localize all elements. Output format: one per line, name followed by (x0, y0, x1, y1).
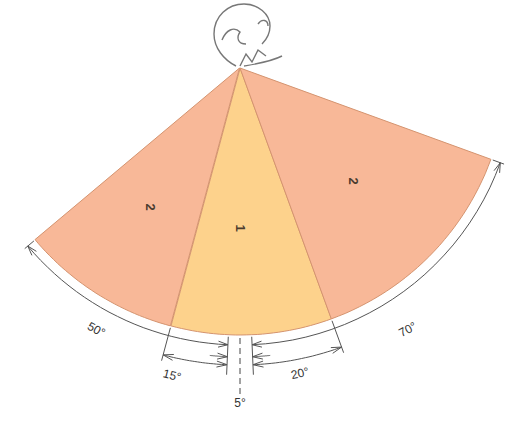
dimension-line (163, 354, 174, 360)
dimension-line (252, 337, 254, 375)
dimension-line (227, 337, 229, 375)
dimension-lines (25, 68, 504, 395)
sector-outline (240, 68, 491, 319)
zone-number: 1 (232, 225, 247, 232)
dimension-line (494, 163, 500, 173)
sector-shape (240, 68, 491, 319)
dimension-line (218, 341, 228, 347)
angle-dimension: 70° (395, 319, 421, 341)
angle-dimension: 5° (232, 397, 247, 410)
angle-dimension: 50° (83, 319, 109, 341)
dimension-line (331, 347, 342, 353)
zone-sector: 2 (240, 68, 491, 319)
dimension-line (163, 355, 227, 365)
dimension-line (217, 353, 227, 359)
dimension-line (252, 341, 262, 347)
dimension-line (28, 246, 37, 255)
angle-dimension: 15° (160, 367, 185, 385)
angle-dimension: 20° (288, 365, 313, 383)
zone-number: 2 (346, 178, 361, 185)
zone-number: 2 (142, 203, 157, 210)
dimension-line (253, 347, 342, 365)
head-icon (214, 4, 282, 66)
dimension-line (216, 361, 227, 367)
dimension-line (493, 160, 504, 164)
dimension-line (253, 353, 263, 359)
dimension-line (253, 361, 264, 367)
